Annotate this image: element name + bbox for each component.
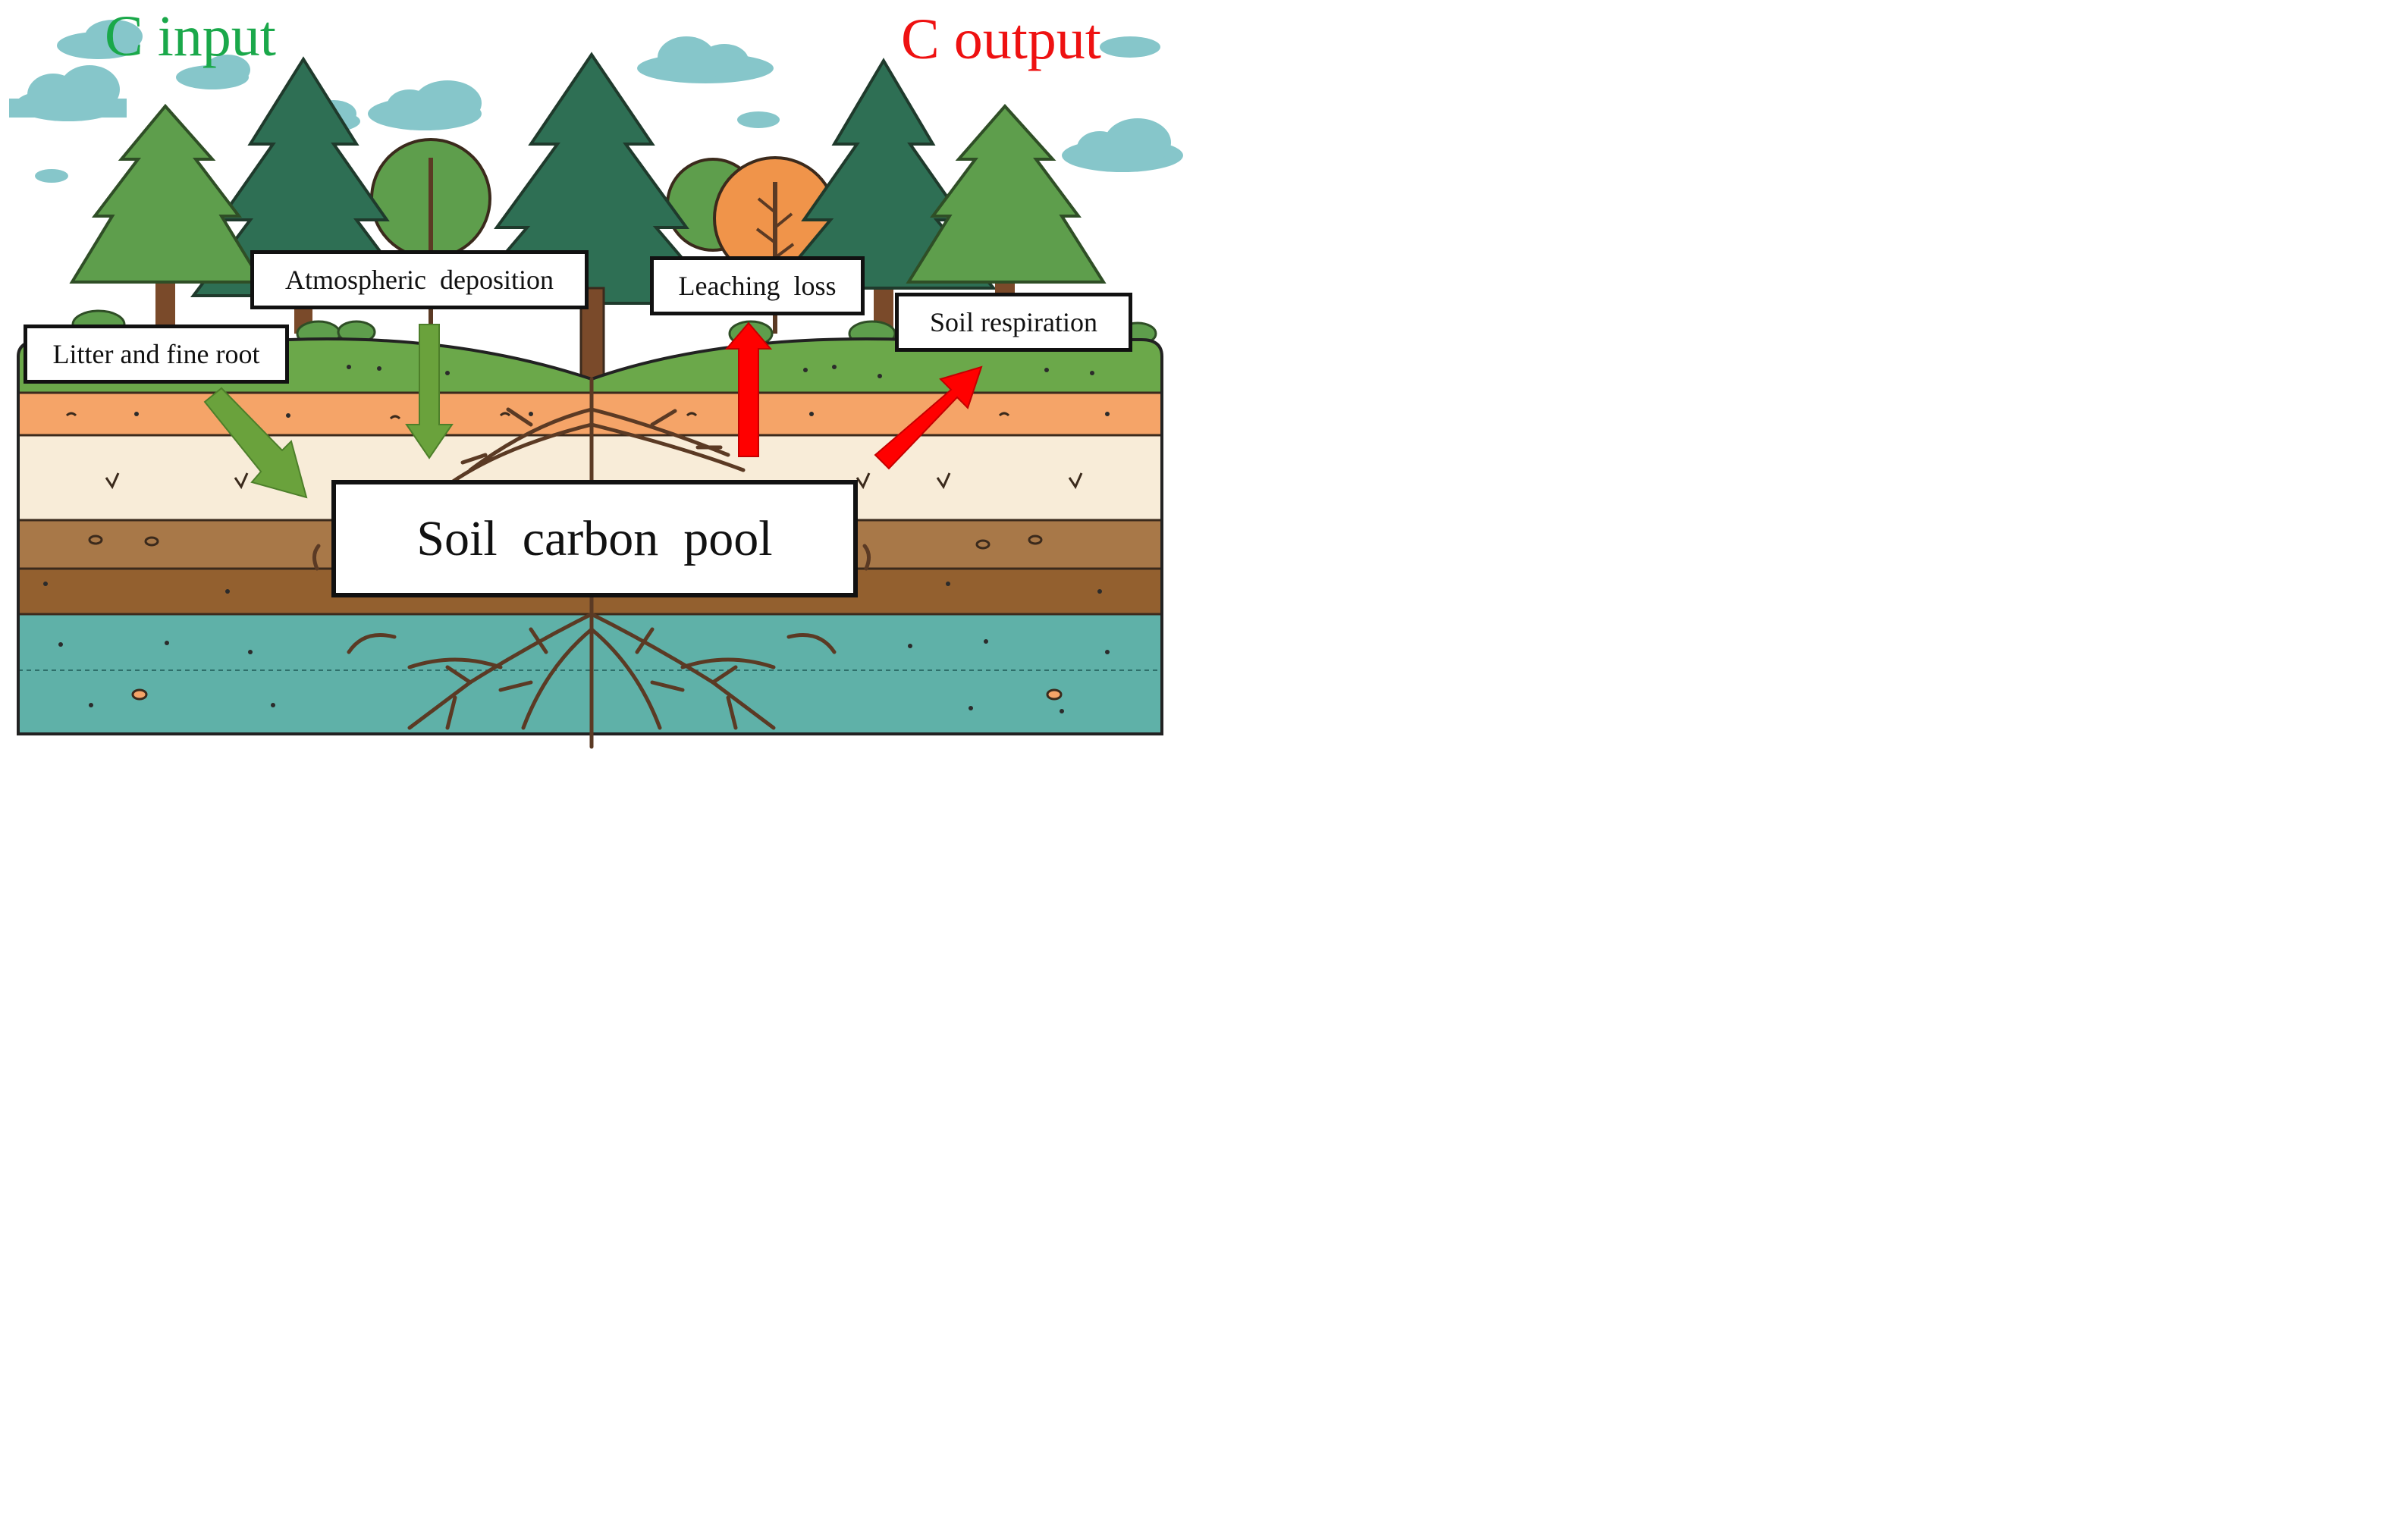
root-system-icon: [312, 377, 871, 749]
cloud-icon: [176, 55, 250, 89]
cloud-icon: [368, 80, 482, 130]
c-input-heading: C input: [105, 5, 276, 68]
cloud-icon: [737, 111, 780, 128]
arrow-leaching: [724, 321, 773, 457]
cloud-icon: [637, 36, 774, 83]
soil-carbon-pool-label: Soil carbon pool: [331, 480, 858, 597]
arrow-atmospheric: [405, 324, 454, 459]
leaching-loss-label: Leaching loss: [650, 256, 865, 315]
clouds: [9, 20, 1183, 183]
litter-and-fine-root-label: Litter and fine root: [24, 325, 289, 384]
arrow-litter: [203, 387, 308, 499]
pine-tree-icon: [459, 52, 724, 381]
cloud-icon: [1100, 36, 1160, 58]
arrow-respiration: [874, 365, 983, 470]
pine-tree-icon: [69, 103, 265, 334]
cloud-icon: [1062, 118, 1183, 172]
cloud-icon: [9, 65, 127, 121]
cloud-icon: [35, 169, 68, 183]
atmospheric-deposition-label: Atmospheric deposition: [250, 250, 589, 309]
cloud-icon: [57, 20, 143, 59]
soil-respiration-label: Soil respiration: [895, 293, 1132, 352]
c-output-heading: C output: [901, 8, 1101, 71]
